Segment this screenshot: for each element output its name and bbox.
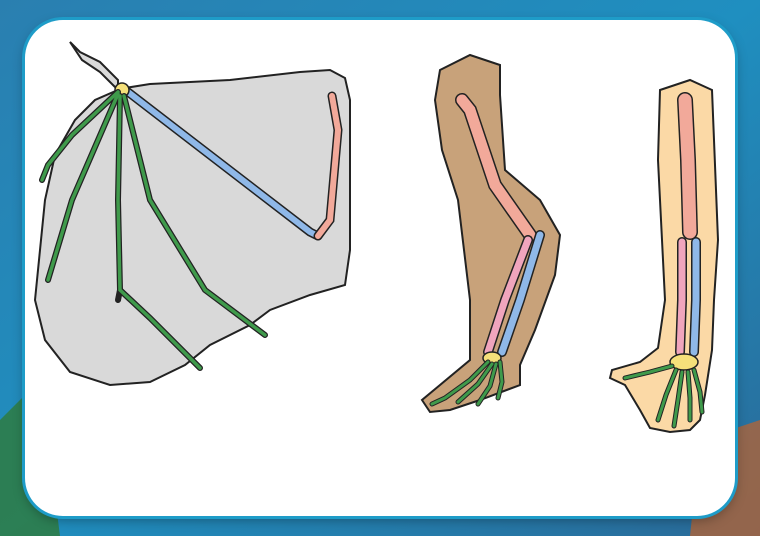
bat-wing-skeleton-icon [35,42,350,385]
human-radius [694,242,696,352]
human-ulna [680,242,682,352]
human-arm-skeleton-icon [610,80,718,432]
human-humerus [685,100,690,232]
foreleg-skeleton-icon [422,55,560,412]
